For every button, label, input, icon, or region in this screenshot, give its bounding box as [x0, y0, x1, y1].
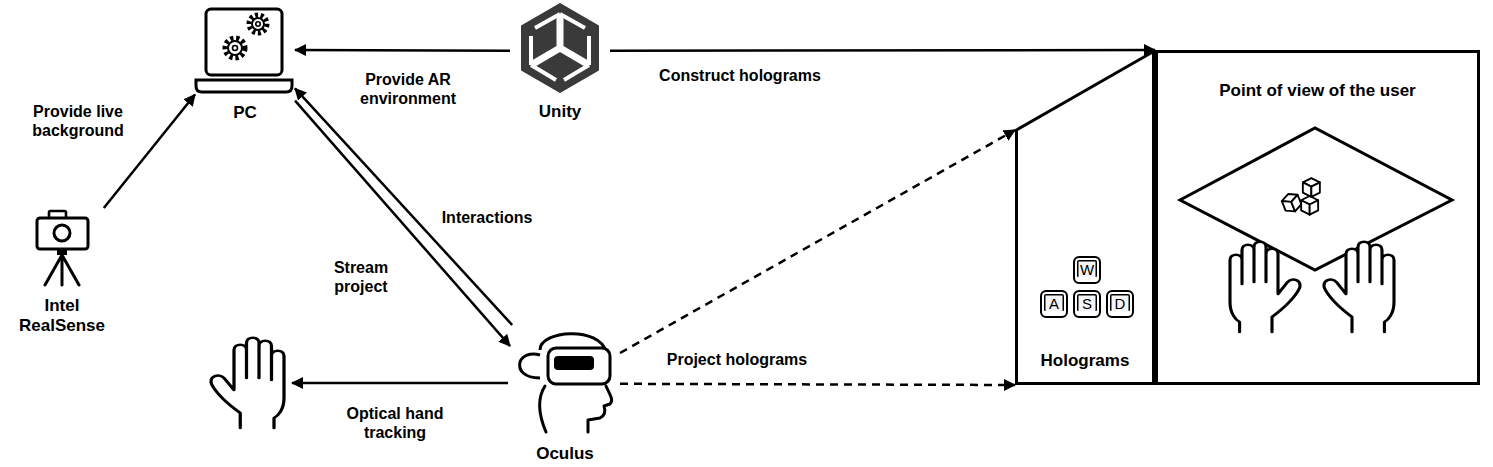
edge-label: Project holograms	[665, 350, 809, 369]
headset-icon	[520, 334, 612, 432]
camera-node: Intel RealSense	[7, 208, 117, 338]
table-surface	[1180, 128, 1452, 270]
edge-label: Interactions	[440, 208, 535, 227]
edge-label: Construct holograms	[657, 66, 823, 85]
key-letter: S	[1082, 295, 1092, 313]
arrow-label: Optical hand tracking	[333, 404, 457, 442]
laptop-icon	[196, 9, 292, 92]
projection-arrow	[620, 130, 1015, 353]
node-label: Intel RealSense	[12, 296, 112, 336]
edge-label: Provide live background	[16, 102, 140, 140]
panel-outline	[1015, 50, 1155, 385]
flow-arrow	[610, 49, 1155, 52]
projection-arrow	[620, 384, 1015, 385]
panel-polygon	[1017, 52, 1154, 384]
keyboard-key: W	[1073, 256, 1101, 284]
edge-label: Stream project	[319, 258, 403, 296]
pov-cubes	[1280, 178, 1320, 215]
flow-arrow	[295, 49, 510, 52]
keyboard-key: S	[1073, 290, 1101, 318]
node-label: Point of view of the user	[1219, 81, 1415, 101]
user-left-hand	[1230, 242, 1300, 332]
edge-label: Provide AR environment	[346, 70, 470, 108]
unity-logo	[522, 4, 598, 92]
hand-icon	[211, 338, 284, 428]
hand-tracking-arrow	[292, 382, 508, 385]
holograms-panel: Holograms W A S D	[1015, 50, 1155, 385]
key-letter: D	[1115, 295, 1126, 313]
engine-node: Unity	[510, 2, 610, 124]
computer-node: PC	[195, 3, 295, 125]
node-label: Holograms	[1041, 351, 1130, 371]
flow-arrow	[295, 88, 512, 325]
node-label: Oculus	[536, 444, 594, 464]
headset-node: Oculus	[510, 325, 620, 465]
camera-icon	[37, 211, 88, 285]
key-letter: W	[1080, 261, 1094, 279]
key-letter: A	[1049, 295, 1059, 313]
user-right-hand	[1324, 242, 1394, 332]
node-label: Unity	[539, 102, 582, 122]
view-box: Point of view of the user	[1155, 50, 1480, 385]
keyboard-key: D	[1106, 290, 1134, 318]
keyboard-key: A	[1040, 290, 1068, 318]
node-label: PC	[233, 103, 257, 123]
